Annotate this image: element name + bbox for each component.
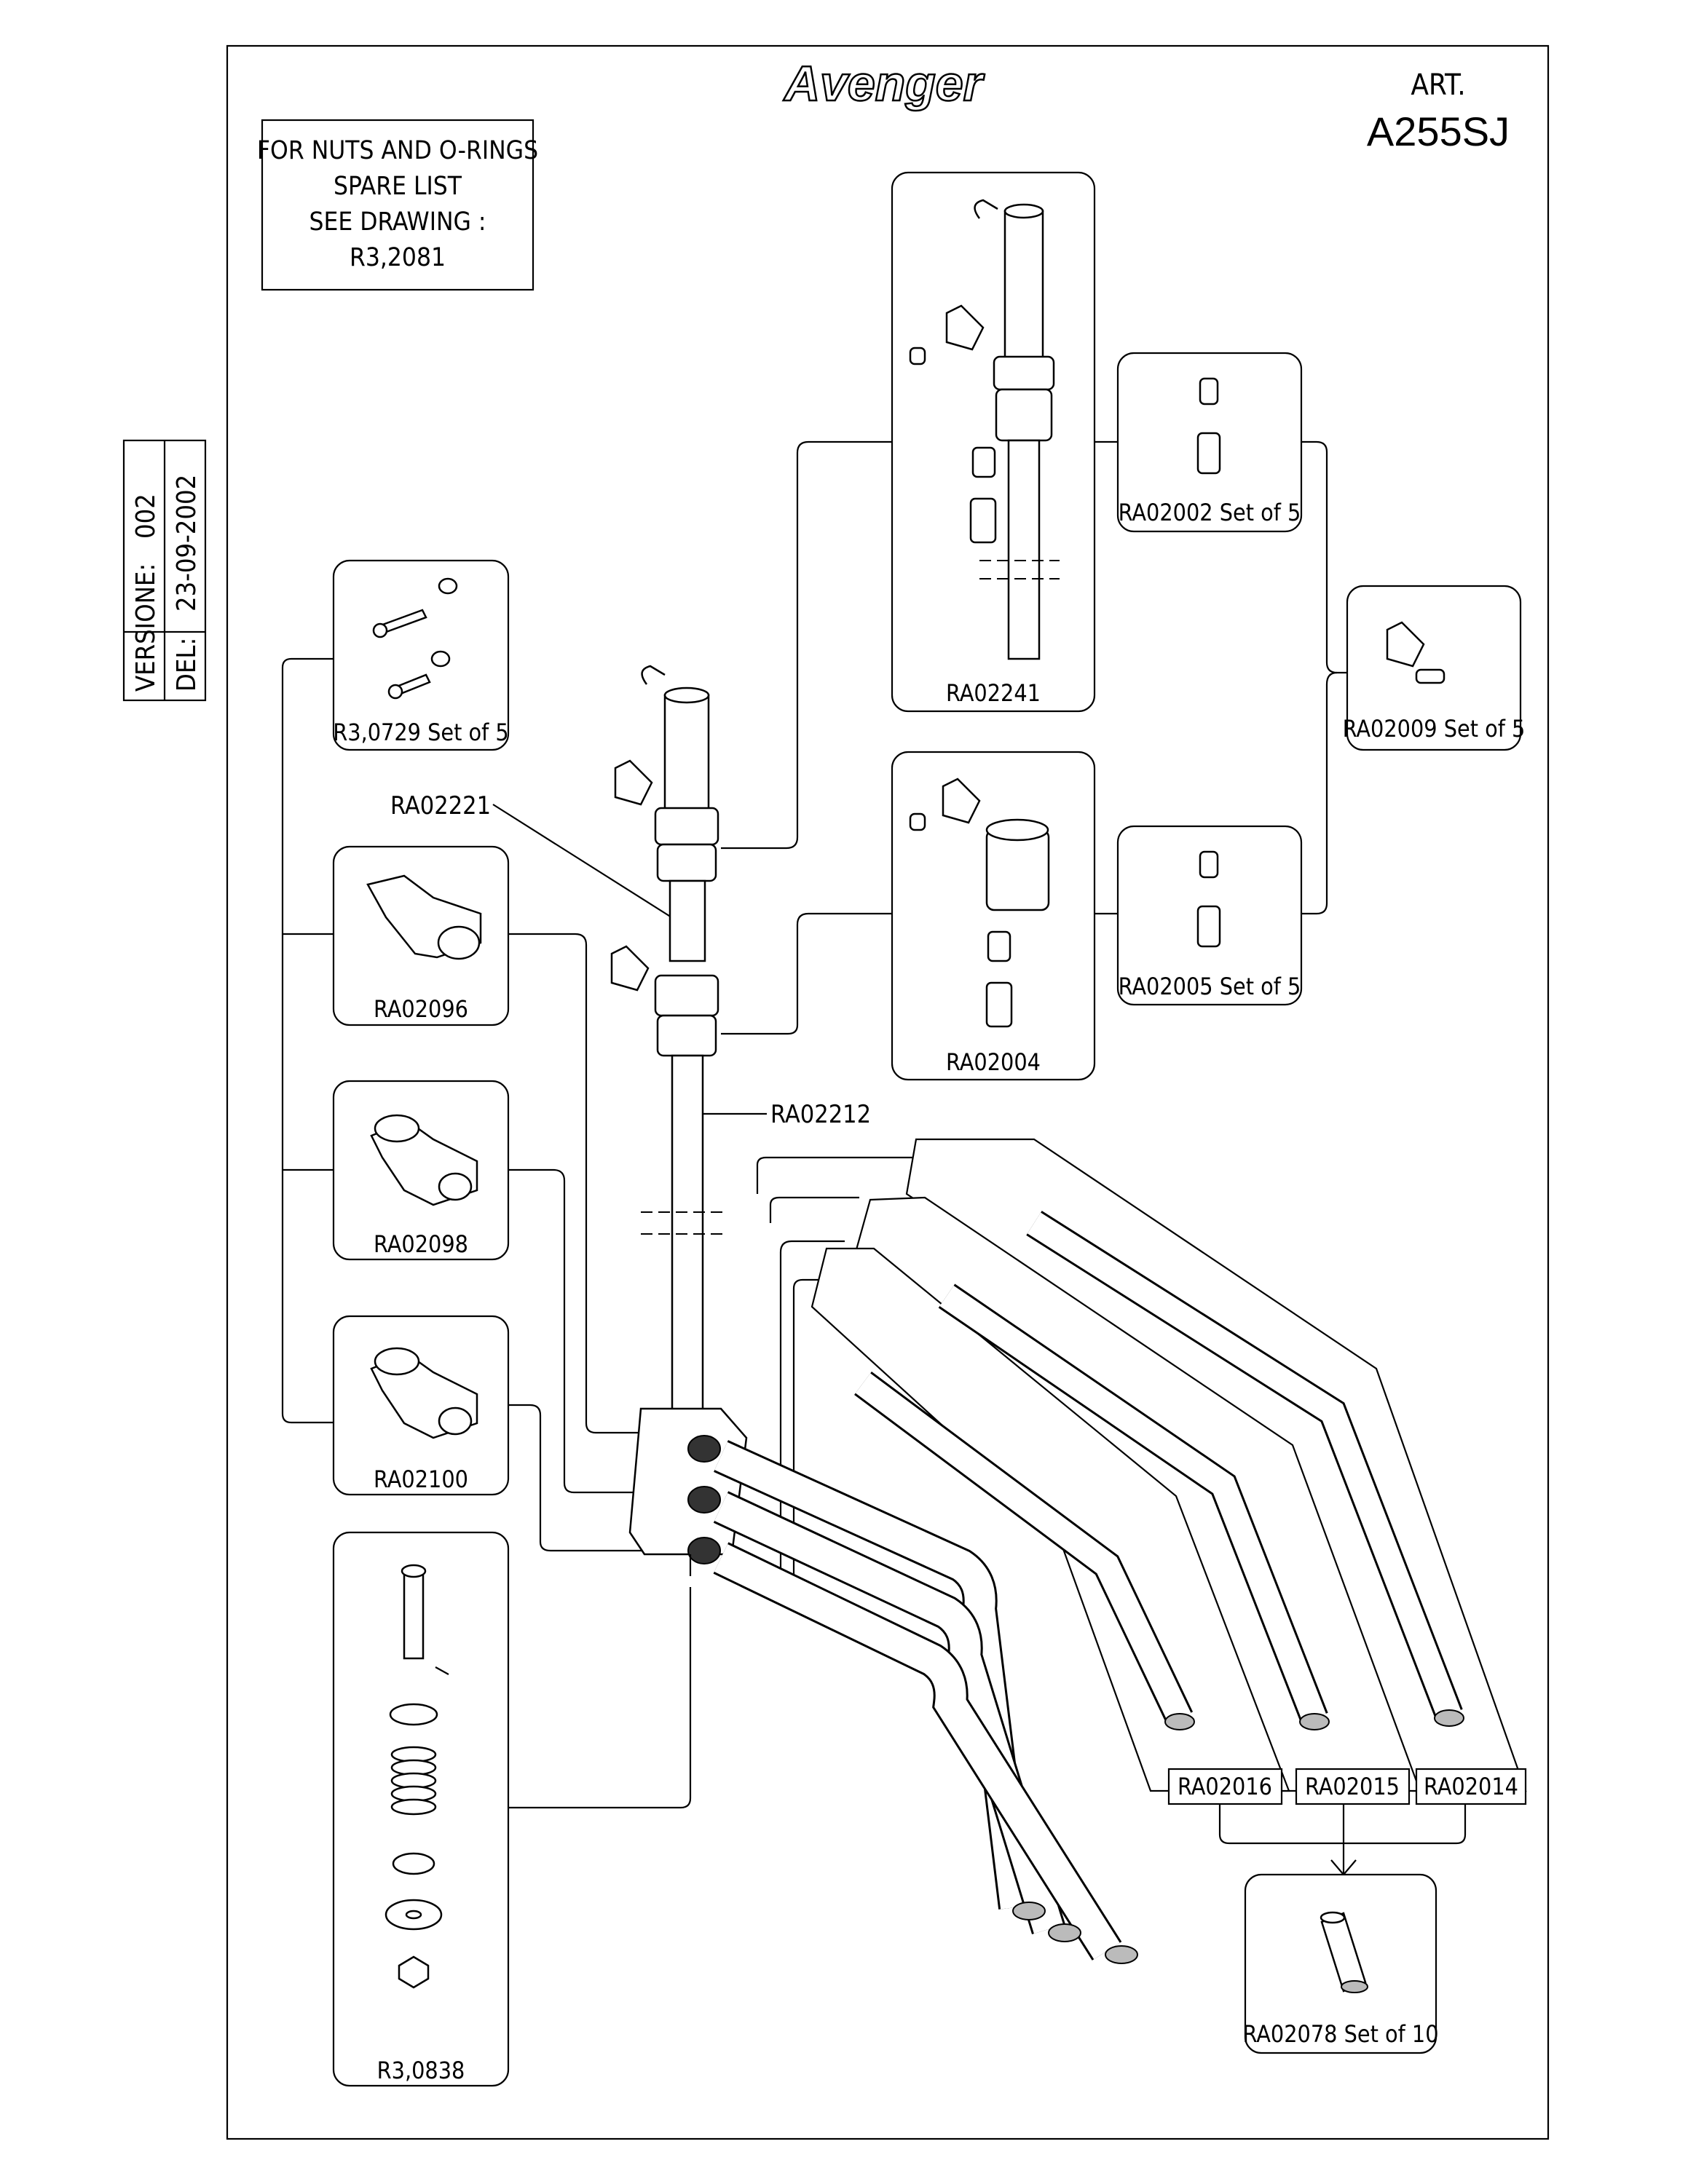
leg-tubes <box>713 1440 1138 1964</box>
callout-ra02221: RA02221 <box>390 791 491 820</box>
note-line-4: R3,2081 <box>350 243 446 272</box>
part-box-ra02100: RA02100 <box>332 1315 510 1496</box>
date-label: DEL: <box>172 638 202 692</box>
note-line-1: FOR NUTS AND O-RINGS <box>257 136 538 165</box>
ra02078-label: RA02078 Set of 10 <box>1242 2020 1438 2048</box>
note-line-3: SEE DRAWING : <box>309 207 486 237</box>
part-box-ra02098: RA02098 <box>332 1080 510 1261</box>
part-box-r3-0729: R3,0729 Set of 5 <box>332 559 510 751</box>
article-label: ART. <box>1411 68 1465 102</box>
version-value: 002 <box>131 494 161 539</box>
leg-panels <box>811 1138 1527 1792</box>
callout-leader-ra02221 <box>492 804 678 922</box>
ra02009-label: RA02009 Set of 5 <box>1343 715 1526 743</box>
brand-title: Avenger <box>783 56 985 111</box>
article-code: A255SJ <box>1367 108 1510 154</box>
note-line-2: SPARE LIST <box>334 172 462 201</box>
spare-note-box <box>261 119 535 291</box>
connector-lines <box>281 440 1467 1876</box>
date-value: 23-09-2002 <box>172 475 202 612</box>
ra02241-label: RA02241 <box>946 679 1041 707</box>
r3-0729-label: R3,0729 Set of 5 <box>333 719 508 746</box>
ra02096-label: RA02096 <box>374 995 468 1023</box>
drawing-frame <box>226 44 1550 2140</box>
ra02014-label: RA02014 <box>1424 1773 1518 1800</box>
main-pole-assembly <box>610 665 748 1576</box>
ra02002-label: RA02002 Set of 5 <box>1119 499 1301 526</box>
callout-ra02212: RA02212 <box>770 1100 871 1129</box>
r3-0838-label: R3,0838 <box>377 2057 465 2084</box>
ra02015-label: RA02015 <box>1305 1773 1400 1800</box>
part-box-ra02078: RA02078 Set of 10 <box>1242 1873 1439 2054</box>
part-box-ra02005: RA02005 Set of 5 <box>1116 825 1303 1006</box>
ra02016-box <box>1167 1768 1283 1805</box>
part-box-ra02009: RA02009 Set of 5 <box>1343 585 1526 751</box>
part-box-ra02004: RA02004 <box>891 751 1096 1081</box>
part-box-r3-0838: R3,0838 <box>332 1531 510 2087</box>
version-block: VERSIONE: 002 DEL: 23-09-2002 <box>122 439 207 702</box>
ra02004-label: RA02004 <box>946 1048 1041 1076</box>
ra02098-label: RA02098 <box>374 1230 468 1258</box>
part-box-ra02002: RA02002 Set of 5 <box>1116 352 1303 533</box>
ra02016-label: RA02016 <box>1178 1773 1272 1800</box>
ra02100-label: RA02100 <box>374 1465 468 1493</box>
version-label: VERSIONE: <box>131 563 161 692</box>
ra02015-box <box>1295 1768 1411 1805</box>
ra02005-label: RA02005 Set of 5 <box>1119 973 1301 1000</box>
part-box-ra02241: RA02241 <box>891 171 1096 713</box>
ra02014-box <box>1415 1768 1527 1805</box>
part-box-ra02096: RA02096 <box>332 845 510 1026</box>
